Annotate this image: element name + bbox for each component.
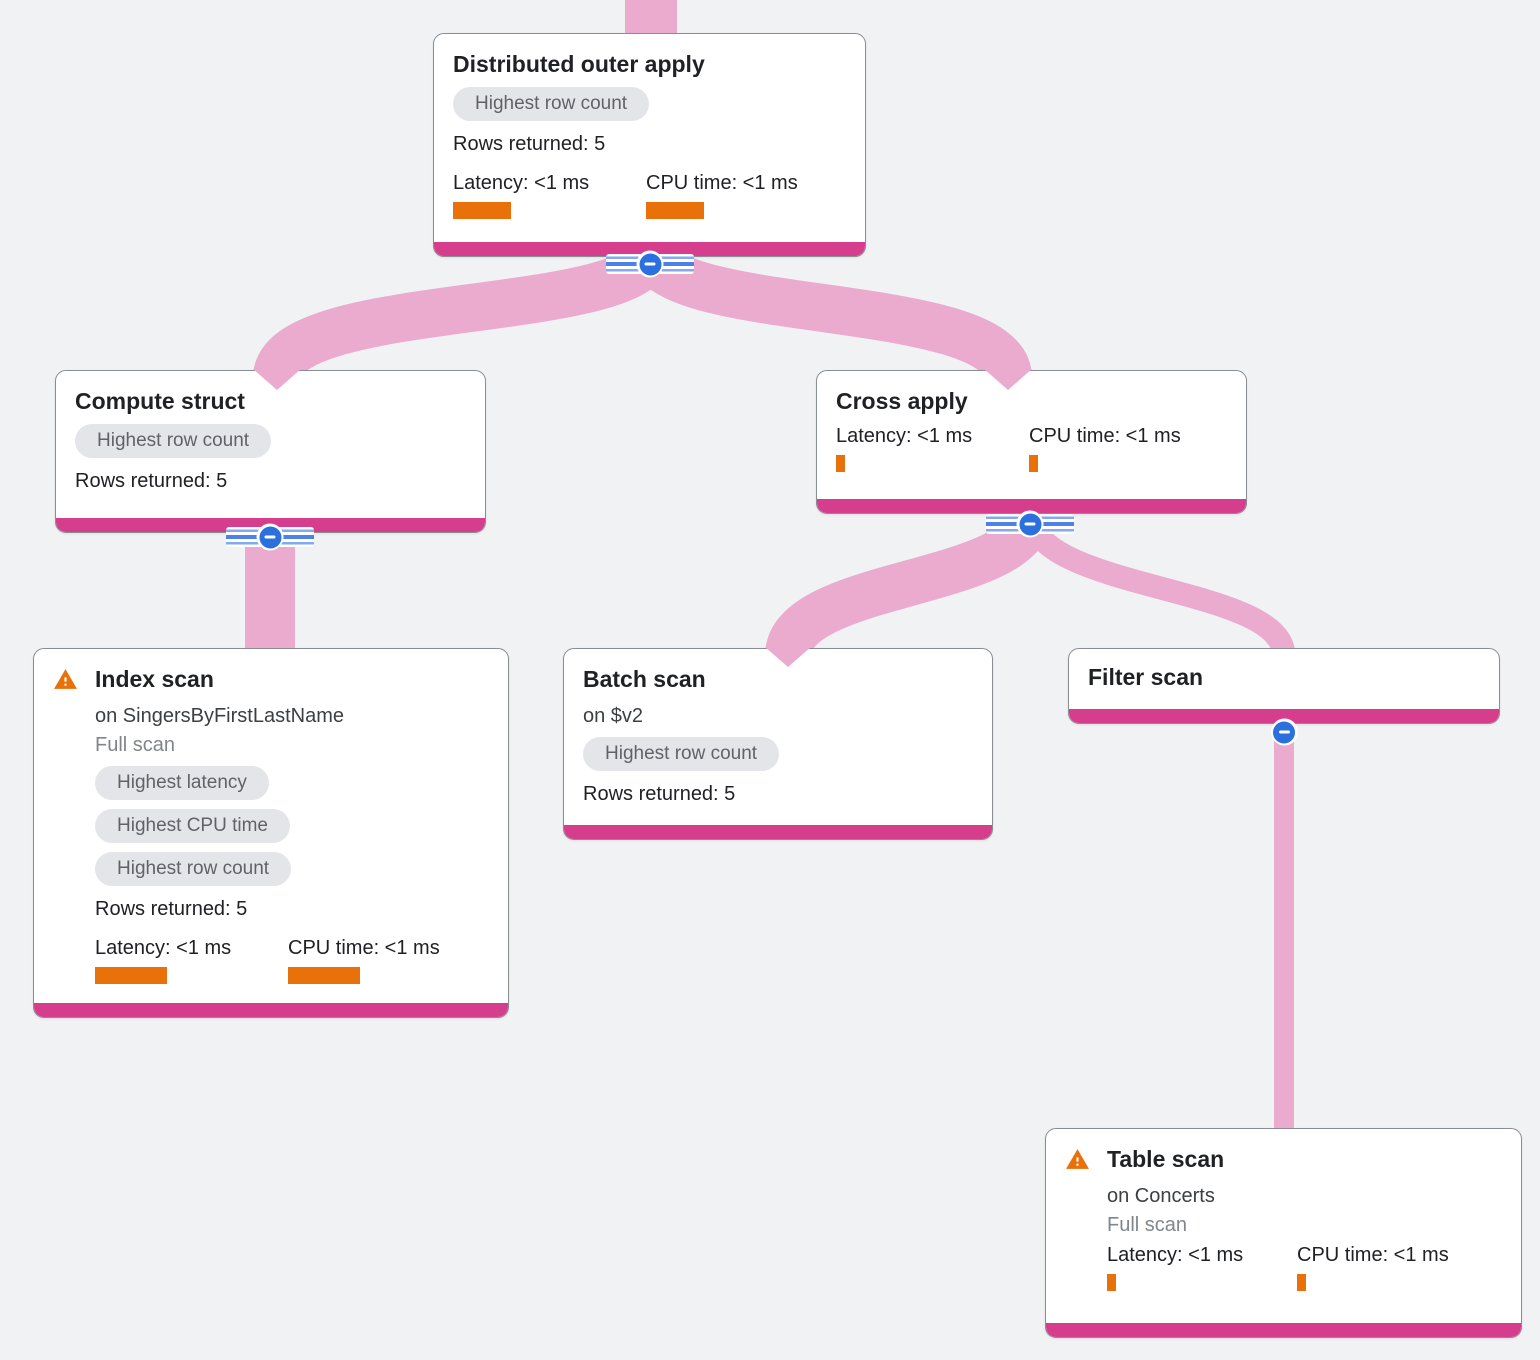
cpu-time-label: CPU time: <1 ms [1029,425,1181,447]
latency-label: Latency: <1 ms [836,425,973,447]
cpu-time-label: CPU time: <1 ms [288,937,440,959]
node-title: Cross apply [836,388,968,414]
latency-label: Latency: <1 ms [453,172,590,194]
scan-mode-text: Full scan [1107,1214,1188,1236]
collapse-button-distributed-outer-apply[interactable] [606,250,694,278]
node-compute-struct[interactable]: Compute struct Highest row count Rows re… [55,370,486,533]
link-distributed-outer-apply-to-cross-apply [627,243,1032,383]
badge-highest-latency: Highest latency [95,766,269,800]
badge-highest-row-count: Highest row count [95,852,292,886]
node-title: Table scan [1107,1146,1225,1172]
latency-bar [95,967,167,984]
warning-icon [1066,1148,1089,1169]
badge-highest-cpu-time: Highest CPU time [95,809,290,843]
collapse-button-cross-apply[interactable] [986,510,1074,538]
node-title: Compute struct [75,388,245,414]
node-strip [1046,1323,1521,1337]
collapse-minus-icon [1016,510,1044,538]
rows-returned-text: Rows returned: 5 [95,898,248,920]
badge-highest-row-count: Highest row count [453,87,650,121]
rows-returned-text: Rows returned: 5 [453,133,606,155]
cpu-time-bar [646,202,704,219]
collapse-button-filter-scan[interactable] [1270,718,1298,746]
cpu-time-bar [1297,1274,1306,1291]
rows-returned-text: Rows returned: 5 [75,470,228,492]
warning-icon [54,668,77,689]
node-strip [564,825,992,839]
collapse-minus-icon [1270,718,1298,746]
cpu-time-bar [288,967,360,984]
badge-highest-row-count: Highest row count [75,424,272,458]
node-filter-scan[interactable]: Filter scan [1068,648,1500,724]
cpu-time-label: CPU time: <1 ms [646,172,798,194]
latency-label: Latency: <1 ms [95,937,232,959]
latency-label: Latency: <1 ms [1107,1244,1244,1266]
rows-returned-text: Rows returned: 5 [583,783,736,805]
node-strip [1069,709,1499,723]
badge-highest-row-count: Highest row count [583,737,780,771]
node-distributed-outer-apply[interactable]: Distributed outer apply Highest row coun… [433,33,866,257]
scan-mode-text: Full scan [95,734,176,756]
scan-target-text: on $v2 [583,705,644,727]
node-strip [34,1003,508,1017]
node-title: Filter scan [1088,664,1204,690]
node-batch-scan[interactable]: Batch scan on $v2 Highest row count Rows… [563,648,993,840]
node-title: Index scan [95,666,214,692]
latency-bar [453,202,511,219]
scan-target-text: on Concerts [1107,1185,1215,1207]
collapse-minus-icon [636,250,664,278]
node-cross-apply[interactable]: Cross apply Latency: <1 ms CPU time: <1 … [816,370,1247,514]
latency-bar [836,455,845,472]
cpu-time-bar [1029,455,1038,472]
collapse-button-compute-struct[interactable] [226,523,314,551]
latency-bar [1107,1274,1116,1291]
node-index-scan[interactable]: Index scan on SingersByFirstLastName Ful… [33,648,509,1018]
node-title: Batch scan [583,666,706,692]
node-table-scan[interactable]: Table scan on Concerts Full scan Latency… [1045,1128,1522,1338]
node-title: Distributed outer apply [453,51,705,77]
cpu-time-label: CPU time: <1 ms [1297,1244,1449,1266]
collapse-minus-icon [256,523,284,551]
scan-target-text: on SingersByFirstLastName [95,705,344,727]
link-distributed-outer-apply-to-compute-struct [253,242,675,383]
